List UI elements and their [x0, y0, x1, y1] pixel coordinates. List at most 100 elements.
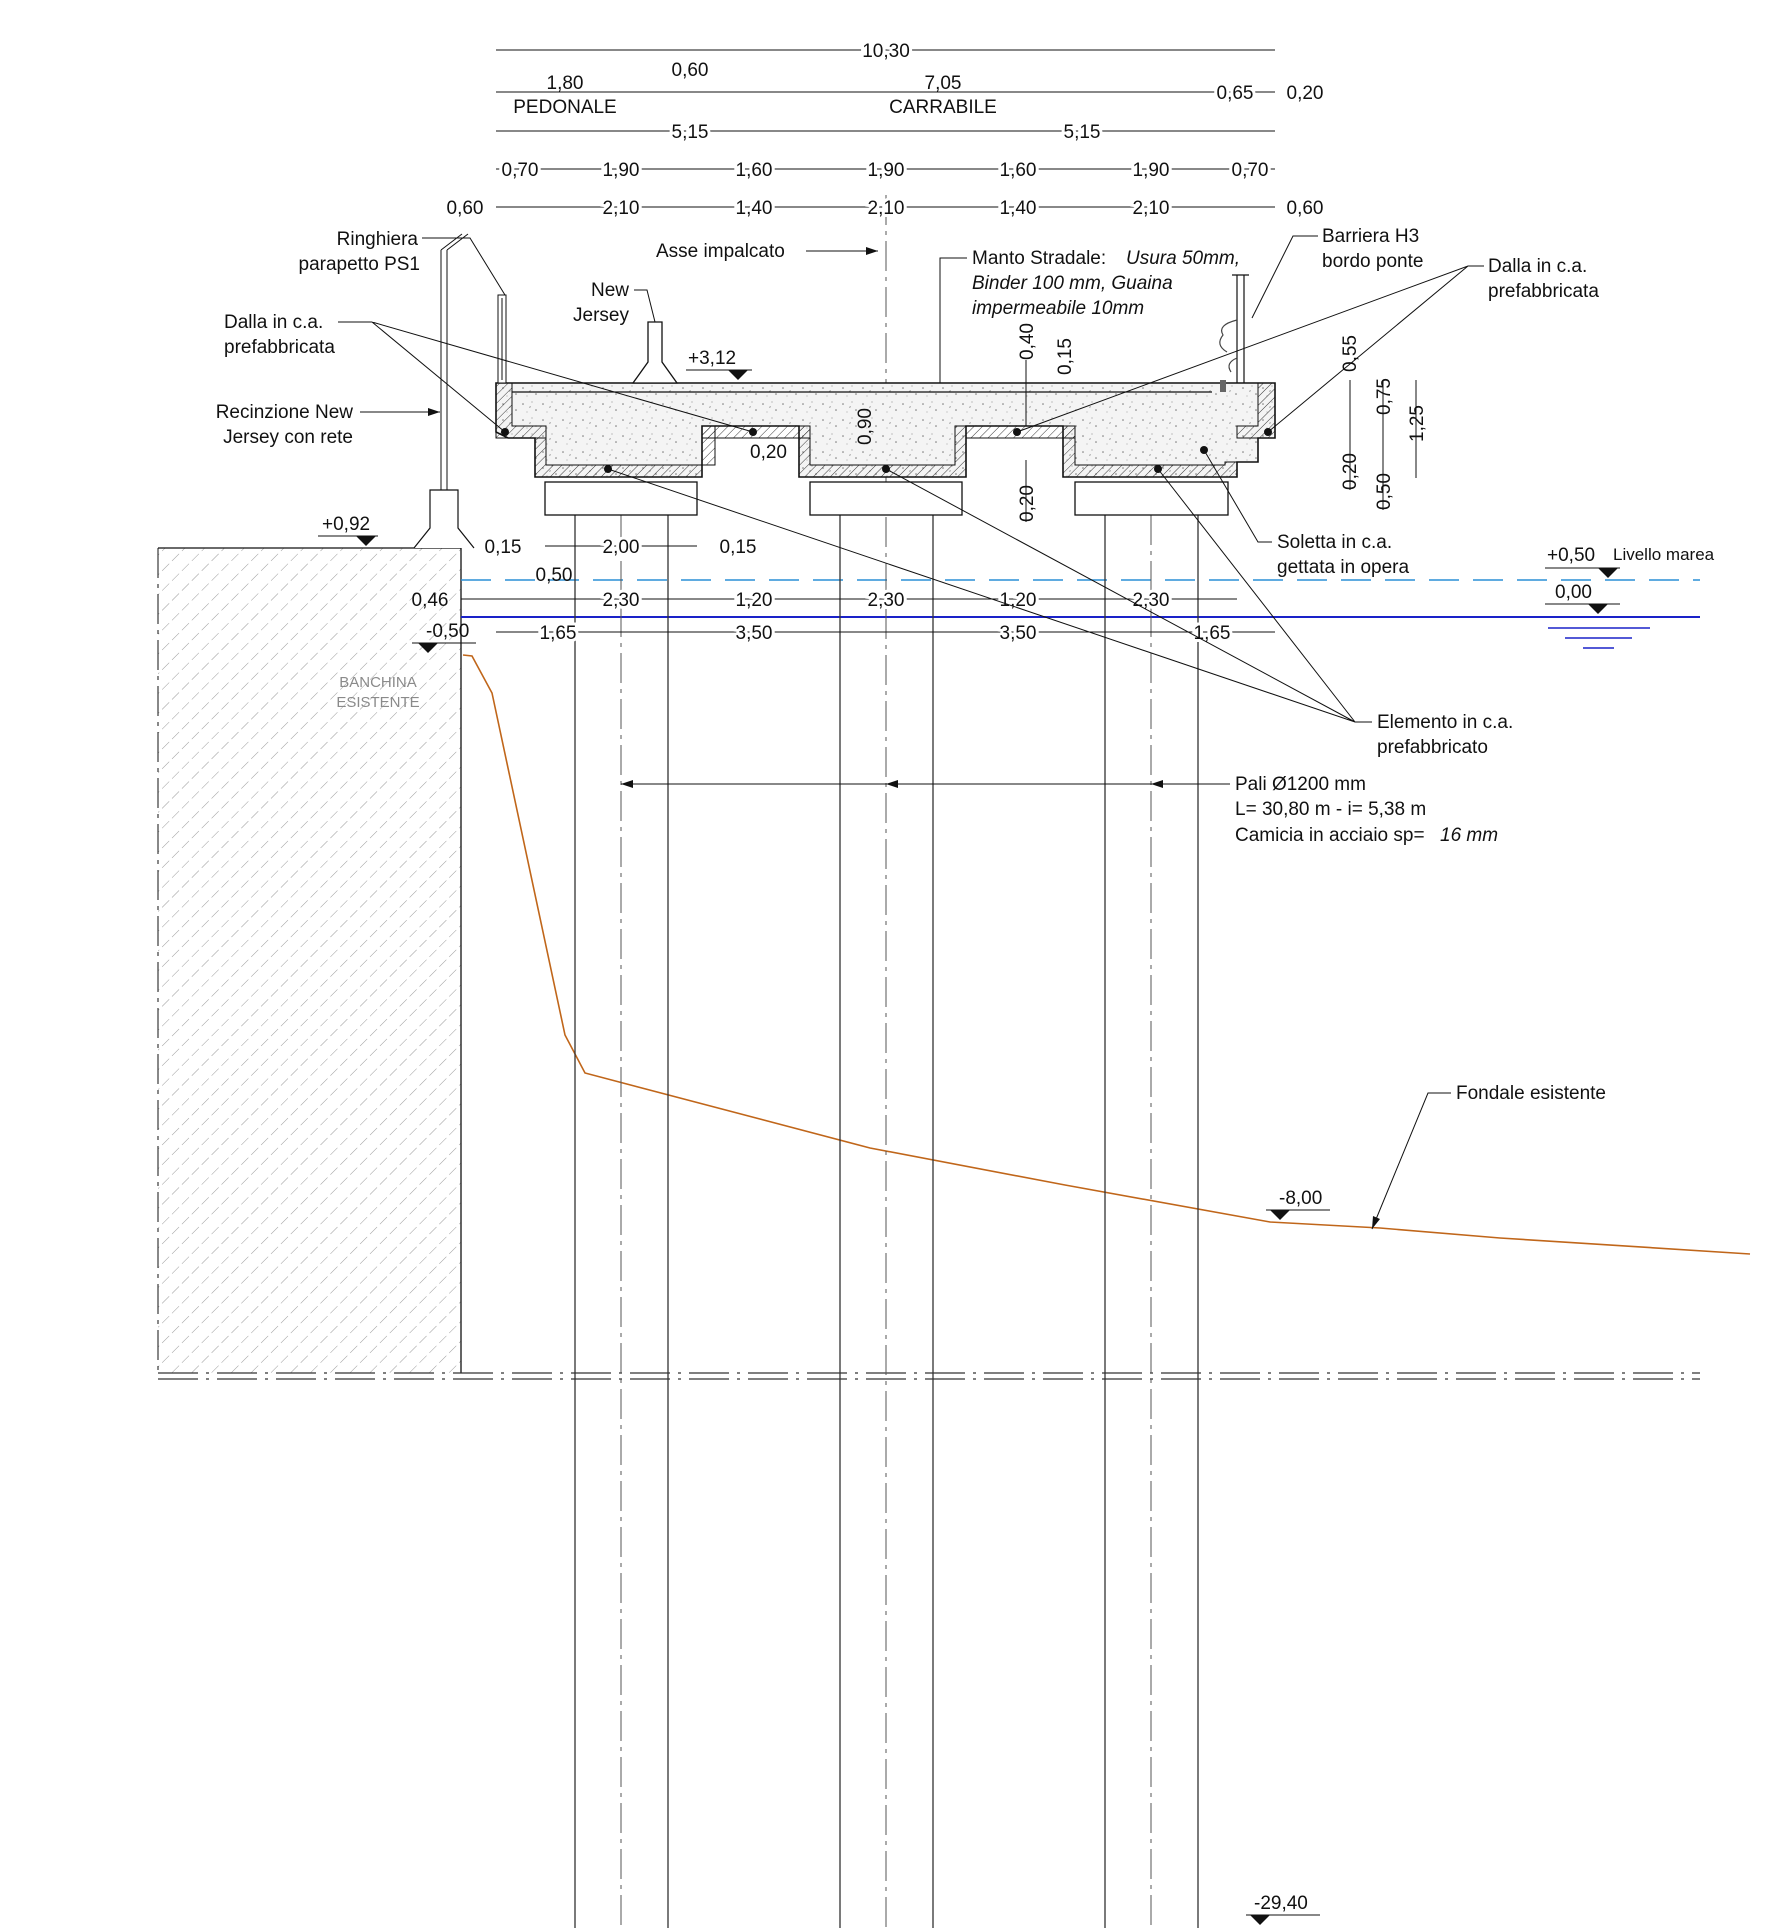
label-pali-it: 16 mm: [1440, 825, 1498, 846]
label-barriera-1: Barriera H3: [1322, 226, 1419, 247]
level-seabed: -8,00: [1279, 1188, 1322, 1209]
dim-row-3: 5,15 5,15: [496, 119, 1275, 146]
level-quay-foot: -0,50: [426, 621, 469, 642]
dim-r5-6: 0,60: [1287, 198, 1324, 219]
label-manto-it-3: impermeabile 10mm: [972, 298, 1144, 319]
dim-r4-2: 1,60: [736, 160, 773, 181]
dim-cap-2: 0,15: [720, 537, 757, 558]
level-pile-tip: -29,40: [1254, 1893, 1308, 1914]
dim-r4-6: 0,70: [1232, 160, 1269, 181]
dim-pile-2: 1,20: [736, 590, 773, 611]
level-tide-label: Livello marea: [1613, 545, 1715, 564]
dim-r5-3: 2,10: [868, 198, 905, 219]
dim-r4-5: 1,90: [1133, 160, 1170, 181]
label-barriera-2: bordo ponte: [1322, 251, 1423, 272]
vdim-050: 0,50: [1374, 473, 1395, 510]
dim-pedonale-width: 1,80: [547, 73, 584, 94]
dim-row-1: 10,30: [496, 38, 1275, 65]
piles: [574, 195, 1199, 1928]
dim-axes-1: 3,50: [736, 623, 773, 644]
label-pali-2: L= 30,80 m - i= 5,38 m: [1235, 799, 1426, 820]
dim-row-4: 0,70 1,90 1,60 1,90 1,60 1,90 0,70: [496, 157, 1275, 184]
dim-row-2: 1,80 PEDONALE 0,60 7,05 CARRABILE 0,65 0…: [496, 60, 1323, 118]
dim-pile-5: 2,30: [1133, 590, 1170, 611]
label-fondale: Fondale esistente: [1456, 1083, 1606, 1104]
dim-r5-2: 1,40: [736, 198, 773, 219]
label-elemento-2: prefabbricato: [1377, 737, 1488, 758]
label-newjersey-1: New: [591, 280, 629, 301]
label-soletta-2: gettata in opera: [1277, 557, 1409, 578]
fence-new-jersey: [413, 233, 475, 549]
level-markers: +3,12 +0,92 -0,50 +0,50 Livello marea 0,…: [318, 348, 1715, 1925]
vdim-125: 1,25: [1407, 405, 1428, 442]
dim-r5-4: 1,40: [1000, 198, 1037, 219]
label-recinzione-2: Jersey con rete: [223, 427, 353, 448]
deck-section: [495, 274, 1276, 478]
vdim-015: 0,15: [1055, 338, 1076, 375]
label-asse: Asse impalcato: [656, 241, 785, 262]
label-manto: Manto Stradale:: [972, 248, 1106, 269]
dim-pedonale-label: PEDONALE: [513, 97, 616, 118]
pile-caps: [544, 481, 1229, 516]
dim-carrabile-label: CARRABILE: [889, 97, 997, 118]
label-ringhiera-1: Ringhiera: [337, 229, 419, 250]
label-elemento-1: Elemento in c.a.: [1377, 712, 1513, 733]
seabed-profile: [462, 654, 1751, 1255]
dim-060: 0,60: [672, 60, 709, 81]
existing-quay: BANCHINA ESISTENTE: [157, 547, 462, 1373]
annotations: Ringhiera parapetto PS1 Asse impalcato M…: [216, 226, 1606, 1230]
dim-cap-row: 0,15 2,00 0,15 0,50: [485, 534, 757, 586]
label-manto-it-1: Usura 50mm,: [1126, 248, 1240, 269]
dim-pile-row: 0,46 2,30 1,20 2,30 1,20 2,30: [412, 587, 1237, 614]
label-soletta-1: Soletta in c.a.: [1277, 532, 1392, 553]
dim-r4-4: 1,60: [1000, 160, 1037, 181]
dim-r5-0: 0,60: [447, 198, 484, 219]
dim-carrabile-width: 7,05: [925, 73, 962, 94]
vdim-020b: 0,20: [1017, 485, 1038, 522]
dim-pile-1: 2,30: [603, 590, 640, 611]
label-dalla-left-2: prefabbricata: [224, 337, 335, 358]
dim-cap-0: 0,15: [485, 537, 522, 558]
label-ringhiera-2: parapetto PS1: [299, 254, 420, 275]
dim-axes-3: 1,65: [1194, 623, 1231, 644]
label-newjersey-2: Jersey: [573, 305, 629, 326]
dim-pile-3: 2,30: [868, 590, 905, 611]
label-dalla-right-2: prefabbricata: [1488, 281, 1599, 302]
dim-pile-gap: 0,50: [536, 565, 573, 586]
level-zero: 0,00: [1555, 582, 1592, 603]
level-quay: +0,92: [322, 514, 370, 535]
vertical-dims: 0,40 0,15 0,90 0,20 0,20 0,55 0,20 0,75 …: [750, 323, 1428, 522]
label-manto-it-2: Binder 100 mm, Guaina: [972, 273, 1173, 294]
dim-cap-1: 2,00: [603, 537, 640, 558]
vdim-075: 0,75: [1374, 378, 1395, 415]
label-dalla-left-1: Dalla in c.a.: [224, 312, 323, 333]
dim-r5-5: 2,10: [1133, 198, 1170, 219]
label-recinzione-1: Recinzione New: [216, 402, 354, 423]
level-deck: +3,12: [688, 348, 736, 369]
dim-pile-0: 0,46: [412, 590, 449, 611]
dim-total: 10,30: [862, 41, 910, 62]
dim-axes-0: 1,65: [540, 623, 577, 644]
vdim-020a: 0,20: [750, 442, 787, 463]
dim-515-left: 5,15: [672, 122, 709, 143]
quay-label-2: ESISTENTE: [336, 694, 419, 711]
dim-axes-2: 3,50: [1000, 623, 1037, 644]
dim-r4-0: 0,70: [502, 160, 539, 181]
label-dalla-right-1: Dalla in c.a.: [1488, 256, 1587, 277]
dim-065: 0,65: [1217, 83, 1254, 104]
vdim-055: 0,55: [1340, 335, 1361, 372]
dim-020: 0,20: [1287, 83, 1324, 104]
quay-label-1: BANCHINA: [339, 674, 417, 691]
vdim-090: 0,90: [855, 408, 876, 445]
dim-515-right: 5,15: [1064, 122, 1101, 143]
dim-r4-3: 1,90: [868, 160, 905, 181]
level-tide: +0,50: [1547, 545, 1595, 566]
dim-row-5: 0,60 2,10 1,40 2,10 1,40 2,10 0,60: [447, 195, 1324, 222]
dim-r4-1: 1,90: [603, 160, 640, 181]
dim-axes-row: 1,65 3,50 3,50 1,65: [496, 620, 1275, 647]
label-pali-1: Pali Ø1200 mm: [1235, 774, 1366, 795]
vdim-040: 0,40: [1017, 323, 1038, 360]
label-pali-3: Camicia in acciaio sp=: [1235, 825, 1425, 846]
water-symbol: [1548, 627, 1650, 649]
